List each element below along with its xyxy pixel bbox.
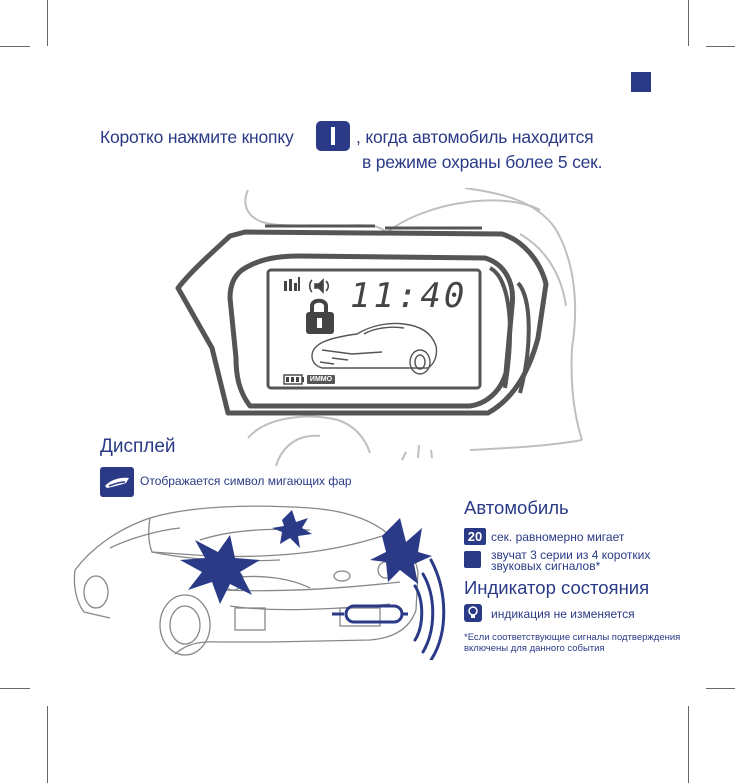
sound-wave-icon: [413, 558, 446, 660]
hand-outline: [417, 444, 420, 459]
sound-square-icon: [464, 551, 481, 568]
status-row: индикация не изменяется: [491, 607, 635, 621]
headlight-flash-icon: [100, 467, 134, 497]
car-row-blink: сек. равномерно мигает: [491, 530, 625, 544]
crop-mark: [0, 688, 30, 689]
hand-outline: [247, 415, 339, 439]
instruction-line2: в режиме охраны более 5 сек.: [362, 152, 603, 172]
crop-mark: [688, 0, 689, 46]
crop-mark: [0, 46, 30, 47]
display-section-title: Дисплей: [100, 436, 176, 457]
bulb-icon: [464, 604, 482, 622]
hand-outline: [519, 233, 567, 307]
lcd-car-icon: [311, 322, 438, 375]
remote-side-grip: [516, 281, 531, 394]
crop-mark: [706, 688, 735, 689]
crop-mark: [47, 706, 48, 783]
hand-outline: [401, 451, 407, 461]
immo-indicator: ИММО: [307, 375, 335, 384]
battery-icon: [283, 374, 304, 385]
signal-icon: [284, 277, 300, 291]
speaker-icon: [308, 278, 330, 294]
crop-mark: [706, 46, 735, 47]
page-marker-square: [631, 72, 651, 92]
siren-icon: [332, 604, 408, 624]
lcd-icons: [283, 277, 438, 385]
footnote-line1: *Если соответствующие сигналы подтвержде…: [464, 632, 681, 643]
flash-burst-icon: [272, 510, 312, 548]
car-illustration: [73, 505, 446, 660]
remote-outer-shell: [175, 229, 549, 416]
car-row-sound-line1: звучат 3 серии из 4 коротких: [491, 548, 651, 562]
hand-outline: [275, 434, 321, 467]
flash-burst-icon: [180, 535, 260, 604]
instruction-line1-start: Коротко нажмите кнопку: [100, 127, 294, 147]
flash-burst-icon: [370, 518, 432, 584]
flash-burst-icons: [180, 510, 432, 604]
lock-icon: [306, 298, 334, 334]
crop-mark: [47, 0, 48, 46]
hand-outline: [469, 439, 583, 451]
lcd-clock: 11:40: [350, 276, 468, 316]
hand-outline: [337, 419, 371, 454]
hand-outline: [430, 449, 433, 459]
display-description: Отображается символ мигающих фар: [140, 474, 352, 488]
remote-inner-shell: [227, 253, 516, 409]
car-row-sound-line2: звуковых сигналов*: [491, 559, 601, 573]
duration-badge: 20: [464, 528, 486, 545]
hand-outline: [570, 347, 583, 441]
instruction-line1-end: , когда автомобиль находится: [356, 127, 594, 147]
car-section-title: Автомобиль: [464, 497, 569, 518]
remote-side-grip: [488, 266, 512, 389]
hand-outline: [464, 188, 577, 349]
status-section-title: Индикатор состояния: [464, 577, 650, 598]
remote-key-icon: [316, 121, 350, 151]
crop-mark: [688, 706, 689, 783]
footnote-line2: включены для данного события: [464, 643, 605, 654]
hand-outline: [385, 199, 541, 234]
